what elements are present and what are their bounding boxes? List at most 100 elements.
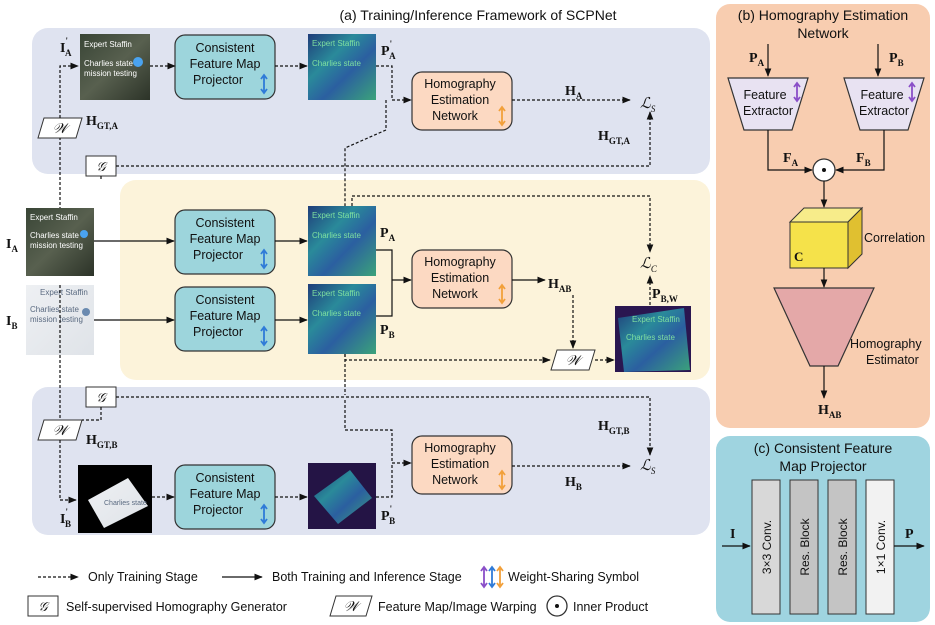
svg-text:PA: PA [749,51,765,68]
warp-top: 𝒲 [37,117,83,139]
svg-text:Self-supervised Homography Gen: Self-supervised Homography Generator [66,600,287,614]
svg-text:Consistent: Consistent [195,471,255,485]
svg-text:Charlies state: Charlies state [104,500,147,507]
warp-mid: 𝒲 [550,349,596,371]
legend: Only Training Stage Both Training and In… [27,565,649,617]
projector-mid-a: Consistent Feature Map Projector [174,209,276,275]
svg-text:Res. Block: Res. Block [836,517,850,575]
conv3-block: 3×3 Conv. [751,479,781,615]
svg-text:Feature: Feature [860,88,903,102]
svg-text:Charlies state: Charlies state [312,231,361,240]
svg-text:Homography: Homography [850,337,922,351]
svg-text:1×1 Conv.: 1×1 Conv. [874,520,888,574]
svg-text:Network: Network [797,25,849,41]
res-block-1: Res. Block [789,479,819,615]
svg-text:ℒS: ℒS [640,458,656,476]
hen-top: Homography Estimation Network [411,71,513,131]
svg-text:HAB: HAB [548,277,571,294]
feature-extractor-a: Feature Extractor [727,77,809,131]
svg-text:HB: HB [565,475,582,492]
svg-text:HGT,A: HGT,A [598,129,630,146]
svg-text:Estimation: Estimation [431,93,489,107]
image-ia: Expert Staffin Charlies state mission te… [26,208,94,276]
svg-text:Expert Staffin: Expert Staffin [312,39,360,48]
svg-text:Expert Staffin: Expert Staffin [312,289,360,298]
projector-top: Consistent Feature Map Projector [174,34,276,100]
svg-text:Extractor: Extractor [743,104,793,118]
svg-text:mission testing: mission testing [30,315,83,324]
feature-map-ppa: Expert Staffin Charlies state [308,34,376,100]
svg-text:Projector: Projector [193,248,243,262]
svg-text:FB: FB [856,151,871,168]
svg-text:𝒢: 𝒢 [96,159,108,174]
svg-text:Estimation: Estimation [431,457,489,471]
svg-text:Charlies state: Charlies state [626,333,675,342]
svg-text:Feature Map: Feature Map [190,232,261,246]
svg-text:mission testing: mission testing [30,241,83,250]
svg-text:Charlies state: Charlies state [312,309,361,318]
svg-text:Homography: Homography [424,255,496,269]
svg-text:I'A: I'A [60,36,72,58]
svg-text:PB: PB [889,51,904,68]
svg-text:Consistent: Consistent [195,216,255,230]
svg-text:Charlies state: Charlies state [30,231,79,240]
feature-map-pa: Expert Staffin Charlies state [308,206,376,276]
svg-text:Consistent: Consistent [195,41,255,55]
svg-text:HGT,A: HGT,A [86,114,118,131]
svg-text:HAB: HAB [818,403,841,420]
svg-text:FA: FA [783,151,799,168]
svg-text:𝒲: 𝒲 [53,122,71,137]
svg-text:I: I [730,527,735,542]
svg-text:IB: IB [6,314,17,331]
svg-text:P'B: P'B [381,504,395,526]
svg-text:Homography: Homography [424,441,496,455]
svg-text:Estimation: Estimation [431,271,489,285]
bottom-connectors [59,285,654,504]
svg-text:C: C [794,249,803,264]
generator-bottom: 𝒢 [85,386,117,408]
svg-text:Projector: Projector [193,503,243,517]
correlation-block: C Correlation [788,206,925,270]
svg-text:Charlies state: Charlies state [312,59,361,68]
svg-text:Network: Network [432,287,479,301]
svg-text:Expert Staffin: Expert Staffin [84,40,132,49]
svg-text:P'A: P'A [381,39,396,61]
svg-text:Expert Staffin: Expert Staffin [30,213,78,222]
image-ipb: Charlies state [78,465,152,533]
weight-sharing-icon [480,565,504,589]
homography-estimator: Homography Estimator [773,287,922,367]
svg-text:(c) Consistent Feature: (c) Consistent Feature [754,440,893,456]
svg-text:ℒC: ℒC [640,256,658,274]
svg-text:PB: PB [380,323,395,340]
svg-text:IA: IA [6,237,18,254]
svg-text:Extractor: Extractor [859,104,909,118]
svg-text:Projector: Projector [193,325,243,339]
res-block-2: Res. Block [827,479,857,615]
svg-text:Charlies state: Charlies state [84,59,133,68]
svg-text:PA: PA [380,226,396,243]
svg-text:Feature Map: Feature Map [190,309,261,323]
conv1-block: 1×1 Conv. [865,479,895,615]
svg-text:𝒲: 𝒲 [566,354,584,369]
svg-text:Charlies state: Charlies state [30,305,79,314]
top-connectors [59,62,654,210]
projector-bottom: Consistent Feature Map Projector [174,464,276,530]
feature-extractor-b: Feature Extractor [843,77,925,131]
generator-top: 𝒢 [85,155,117,177]
svg-text:HA: HA [565,84,583,101]
hen-mid: Homography Estimation Network [411,249,513,309]
svg-text:Feature Map/Image Warping: Feature Map/Image Warping [378,600,537,614]
svg-text:Map Projector: Map Projector [779,458,866,474]
svg-text:Expert Staffin: Expert Staffin [312,211,360,220]
svg-text:Correlation: Correlation [864,231,925,245]
svg-text:HGT,B: HGT,B [86,433,117,450]
svg-text:Expert Staffin: Expert Staffin [40,288,88,297]
svg-text:Feature: Feature [743,88,786,102]
svg-text:Consistent: Consistent [195,293,255,307]
svg-text:Projector: Projector [193,73,243,87]
svg-text:P: P [905,527,914,542]
feature-map-ppb [308,463,376,529]
panel-b-connectors [764,44,885,399]
image-ipa: Expert Staffin Charlies state mission te… [80,34,150,100]
